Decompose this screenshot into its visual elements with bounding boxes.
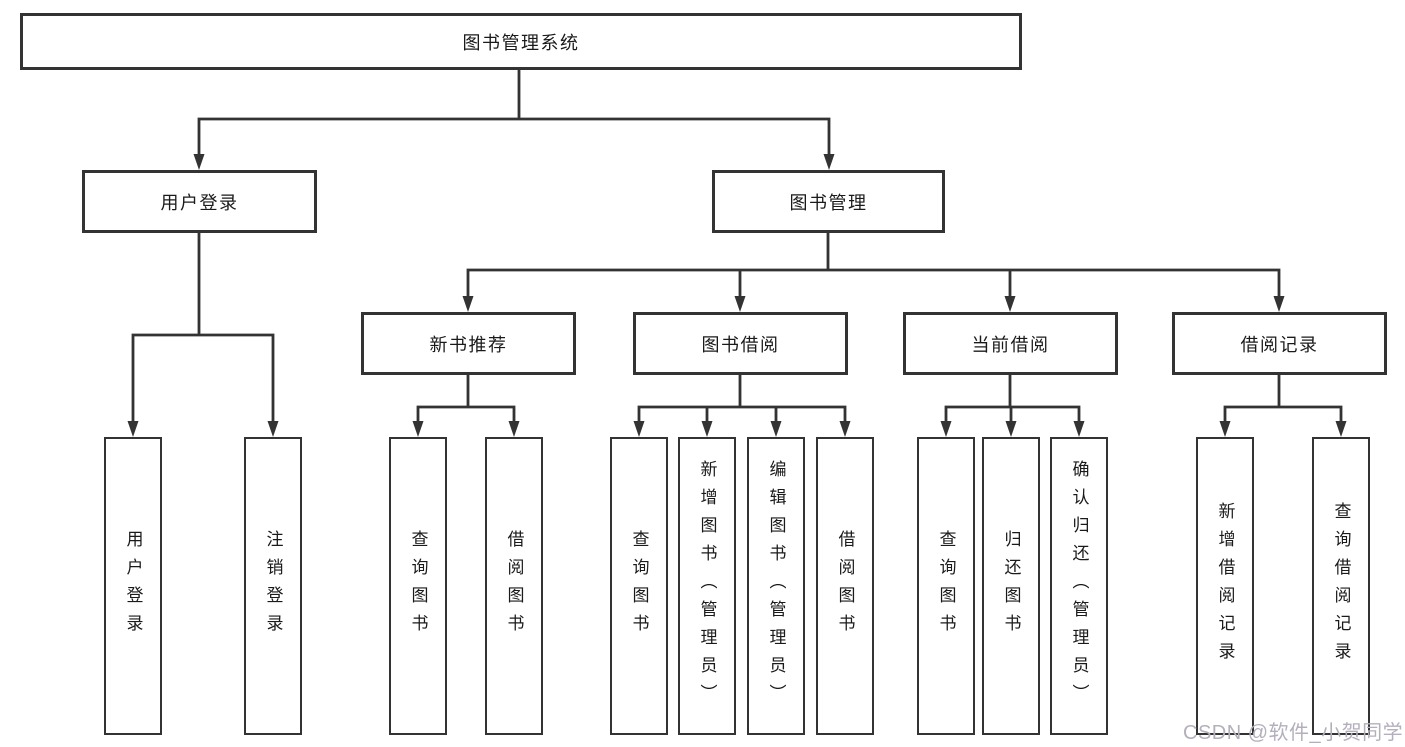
node-label: 新书推荐 [429, 334, 508, 355]
node-label: 借阅记录 [1240, 334, 1319, 355]
node-label: 用户登录 [123, 530, 143, 642]
arrow-down-icon [940, 421, 952, 437]
leaf-current-return-book: 归还图书 [982, 437, 1040, 735]
node-label: 用户登录 [160, 192, 239, 213]
arrow-down-icon [1073, 421, 1085, 437]
node-borrowing-records: 借阅记录 [1172, 312, 1387, 375]
node-user-login: 用户登录 [82, 170, 317, 233]
leaf-records-query-record: 查询借阅记录 [1312, 437, 1370, 735]
connector-borrow-records-branch [1223, 373, 1343, 424]
arrow-down-icon [193, 154, 205, 170]
arrow-down-icon [1335, 421, 1347, 437]
node-label: 新增图书（管理员） [697, 460, 717, 712]
connector-book-management-branch [466, 231, 1281, 299]
node-library-management-system: 图书管理系统 [20, 13, 1022, 70]
connector-new-book-branch [416, 373, 516, 424]
arrow-down-icon [1273, 296, 1285, 312]
arrow-down-icon [1005, 421, 1017, 437]
connector-book-borrow-branch [637, 373, 847, 424]
leaf-borrow-edit-book-admin: 编辑图书（管理员） [747, 437, 805, 735]
arrow-down-icon [1219, 421, 1231, 437]
arrow-down-icon [127, 421, 139, 437]
node-label: 查询图书 [629, 530, 649, 642]
arrowheads [127, 154, 1347, 437]
arrow-down-icon [734, 296, 746, 312]
leaf-current-query-book: 查询图书 [917, 437, 975, 735]
node-current-borrowing: 当前借阅 [903, 312, 1118, 375]
leaf-borrow-borrow-book: 借阅图书 [816, 437, 874, 735]
node-label: 查询借阅记录 [1331, 502, 1351, 670]
node-label: 查询图书 [936, 530, 956, 642]
connector-current-borrow-branch [944, 373, 1081, 424]
connector-user-login-branch [131, 231, 275, 424]
arrow-down-icon [633, 421, 645, 437]
leaf-user-login: 用户登录 [104, 437, 162, 735]
arrow-down-icon [1004, 296, 1016, 312]
node-book-borrowing: 图书借阅 [633, 312, 848, 375]
arrow-down-icon [508, 421, 520, 437]
leaf-recommend-query-book: 查询图书 [389, 437, 447, 735]
node-label: 借阅图书 [504, 530, 524, 642]
node-label: 图书管理 [789, 192, 868, 213]
csdn-watermark: CSDN @软件_小贺同学 [1183, 722, 1404, 744]
node-label: 当前借阅 [971, 334, 1050, 355]
arrow-down-icon [839, 421, 851, 437]
node-label: 借阅图书 [835, 530, 855, 642]
connector-root-to-level2 [197, 68, 831, 157]
leaf-borrow-add-book-admin: 新增图书（管理员） [678, 437, 736, 735]
arrow-down-icon [462, 296, 474, 312]
arrow-down-icon [701, 421, 713, 437]
arrow-down-icon [770, 421, 782, 437]
node-label: 新增借阅记录 [1215, 502, 1235, 670]
arrow-down-icon [823, 154, 835, 170]
node-label: 图书借阅 [701, 334, 780, 355]
node-label: 编辑图书（管理员） [766, 460, 786, 712]
node-label: 查询图书 [408, 530, 428, 642]
leaf-recommend-borrow-book: 借阅图书 [485, 437, 543, 735]
node-label: 确认归还（管理员） [1069, 460, 1089, 712]
leaf-current-confirm-return-admin: 确认归还（管理员） [1050, 437, 1108, 735]
node-label: 归还图书 [1001, 530, 1021, 642]
leaf-logout: 注销登录 [244, 437, 302, 735]
arrow-down-icon [267, 421, 279, 437]
node-label: 注销登录 [263, 530, 283, 642]
node-label: 图书管理系统 [462, 32, 580, 53]
leaf-records-add-record: 新增借阅记录 [1196, 437, 1254, 735]
leaf-borrow-query-book: 查询图书 [610, 437, 668, 735]
node-new-book-recommendation: 新书推荐 [361, 312, 576, 375]
node-book-management: 图书管理 [712, 170, 945, 233]
arrow-down-icon [412, 421, 424, 437]
